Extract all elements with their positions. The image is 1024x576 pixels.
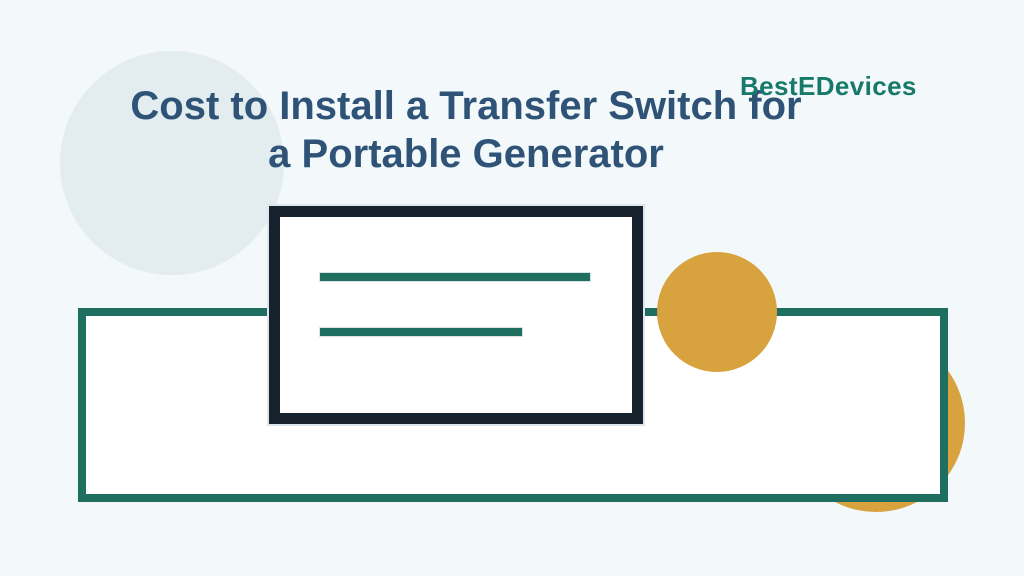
transfer-switch-panel <box>269 206 643 424</box>
banner-rectangle <box>78 308 948 502</box>
decorative-circle-right <box>657 252 777 372</box>
page-title-line-1: Cost to Install a Transfer Switch for <box>130 84 802 128</box>
panel-line-2 <box>320 328 522 336</box>
decorative-circle-top-left <box>60 51 284 275</box>
panel-line-1 <box>320 273 590 281</box>
page-title-line-2: a Portable Generator <box>268 132 664 176</box>
page-title: Cost to Install a Transfer Switch for a … <box>56 82 876 178</box>
brand-logo: BestEDevices <box>740 71 917 101</box>
